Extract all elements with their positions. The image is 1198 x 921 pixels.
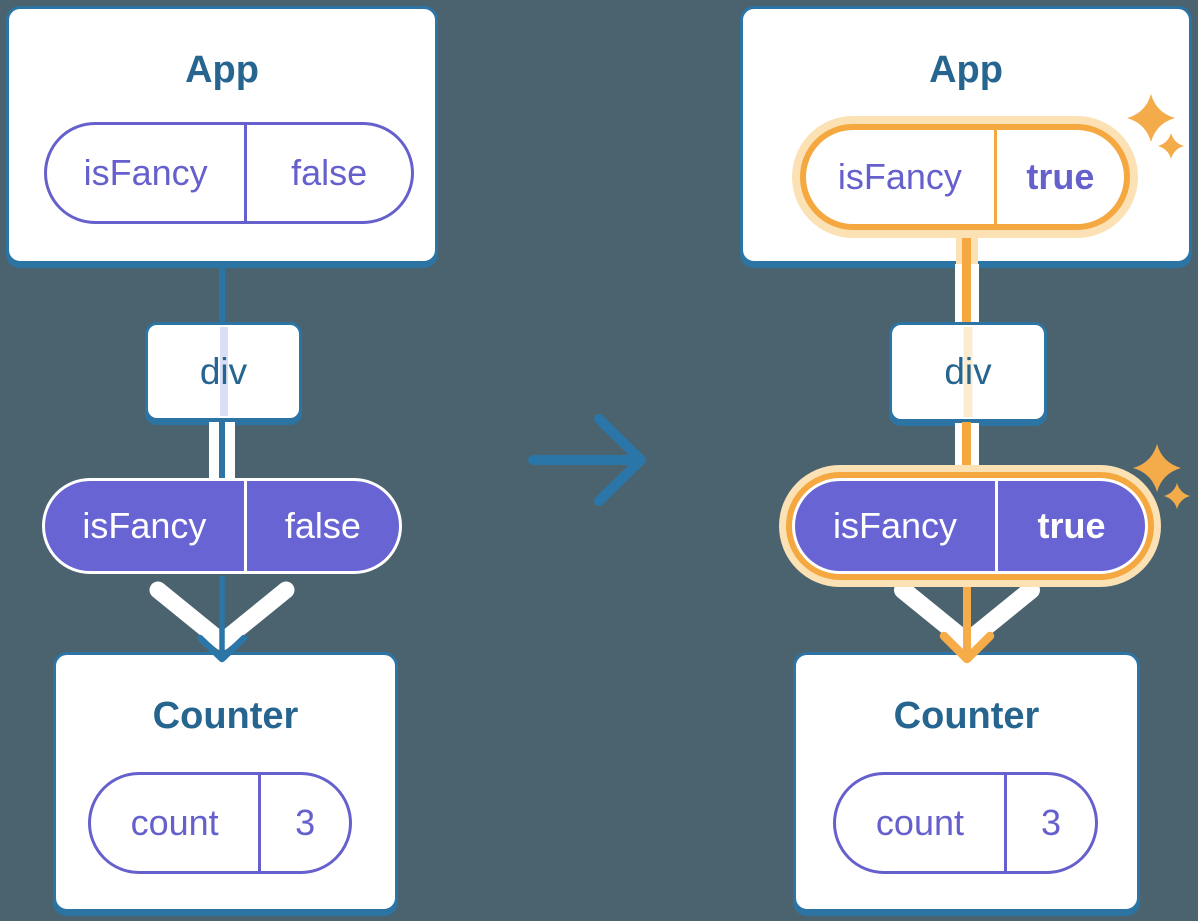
state-name: count (836, 775, 1007, 871)
app-title: App (185, 49, 259, 91)
div-node-after: div (889, 322, 1047, 422)
sparkle-icon (1127, 94, 1184, 159)
prop-pipe-through-div (963, 327, 973, 417)
div-node-before: div (145, 322, 302, 421)
prop-name: isFancy (45, 481, 247, 571)
prop-pipe-core-after (962, 264, 971, 324)
state-value: 3 (295, 802, 316, 843)
counter-state-pill-before: count 3 (88, 772, 352, 874)
counter-title: Counter (893, 695, 1040, 737)
prop-name: isFancy (47, 125, 248, 221)
prop-name: isFancy (806, 130, 997, 224)
prop-pipe-core-after (962, 422, 971, 480)
flow-arrow-after (894, 576, 1040, 664)
tree-edge-app-div-before (219, 262, 225, 324)
prop-pipe-through-div (219, 327, 228, 416)
prop-value: false (291, 152, 368, 193)
flow-arrow-before (149, 576, 295, 663)
app-prop-pill-before: isFancy false (44, 122, 414, 224)
counter-state-pill-after: count 3 (833, 772, 1098, 874)
div-label: div (199, 350, 248, 392)
prop-value: true (1037, 505, 1106, 546)
prop-value: true (1026, 156, 1095, 197)
app-title: App (929, 49, 1003, 91)
tree-edge-div-pill-before (219, 421, 225, 480)
prop-name: isFancy (795, 481, 998, 571)
app-prop-pill-after: isFancy true (800, 124, 1130, 230)
state-value: 3 (1040, 802, 1061, 843)
passed-prop-pill-after: isFancy true (792, 478, 1148, 574)
passed-prop-pill-before: isFancy false (42, 478, 402, 574)
state-name: count (91, 775, 262, 871)
prop-pipe-core-after (962, 230, 971, 264)
prop-value: false (284, 505, 361, 546)
counter-title: Counter (152, 695, 299, 737)
transition-arrow-icon (528, 414, 646, 506)
sparkle-icon (1133, 444, 1190, 509)
div-label: div (944, 351, 992, 392)
